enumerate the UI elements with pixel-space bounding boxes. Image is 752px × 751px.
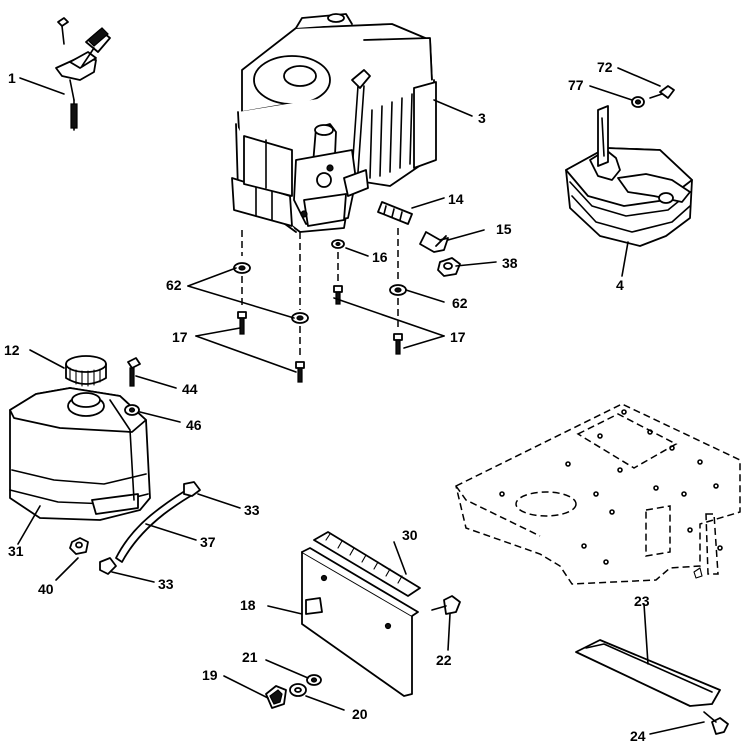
bracket-assembly <box>265 531 461 709</box>
engine <box>231 13 437 233</box>
label-part-33-upper: 33 <box>244 502 260 518</box>
label-part-22: 22 <box>436 652 452 668</box>
label-part-16: 16 <box>372 249 388 265</box>
label-part-37: 37 <box>200 534 216 550</box>
label-part-1: 1 <box>8 70 16 86</box>
label-part-33-lower: 33 <box>158 576 174 592</box>
label-part-38: 38 <box>502 255 518 271</box>
fuel-fittings <box>331 201 461 277</box>
label-part-21: 21 <box>242 649 258 665</box>
label-part-40: 40 <box>38 581 54 597</box>
engine-mount-hardware <box>233 262 407 383</box>
label-part-20: 20 <box>352 706 368 722</box>
label-part-30: 30 <box>402 527 418 543</box>
throttle-control <box>55 17 111 131</box>
muffler <box>565 85 693 247</box>
label-part-46: 46 <box>186 417 202 433</box>
label-part-62-right: 62 <box>452 295 468 311</box>
label-part-23: 23 <box>634 593 650 609</box>
label-part-19: 19 <box>202 667 218 683</box>
label-part-15: 15 <box>496 221 512 237</box>
label-part-18: 18 <box>240 597 256 613</box>
part-labels: 1 72 77 3 14 15 16 38 62 62 4 17 17 12 4… <box>4 59 650 744</box>
label-part-24: 24 <box>630 728 646 744</box>
label-part-77: 77 <box>568 77 584 93</box>
label-part-17-right: 17 <box>450 329 466 345</box>
label-part-3: 3 <box>478 110 486 126</box>
fuel-tank <box>9 355 151 555</box>
label-part-31: 31 <box>8 543 24 559</box>
label-part-17-left: 17 <box>172 329 188 345</box>
assembly-centerlines <box>241 228 399 356</box>
label-part-72: 72 <box>597 59 613 75</box>
cover-plate <box>575 639 729 735</box>
label-part-44: 44 <box>182 381 198 397</box>
frame-outline <box>455 403 741 585</box>
label-part-14: 14 <box>448 191 464 207</box>
leader-lines <box>17 67 705 735</box>
label-part-62-left: 62 <box>166 277 182 293</box>
label-part-4: 4 <box>616 277 624 293</box>
fuel-line <box>99 481 201 575</box>
label-part-12: 12 <box>4 342 20 358</box>
